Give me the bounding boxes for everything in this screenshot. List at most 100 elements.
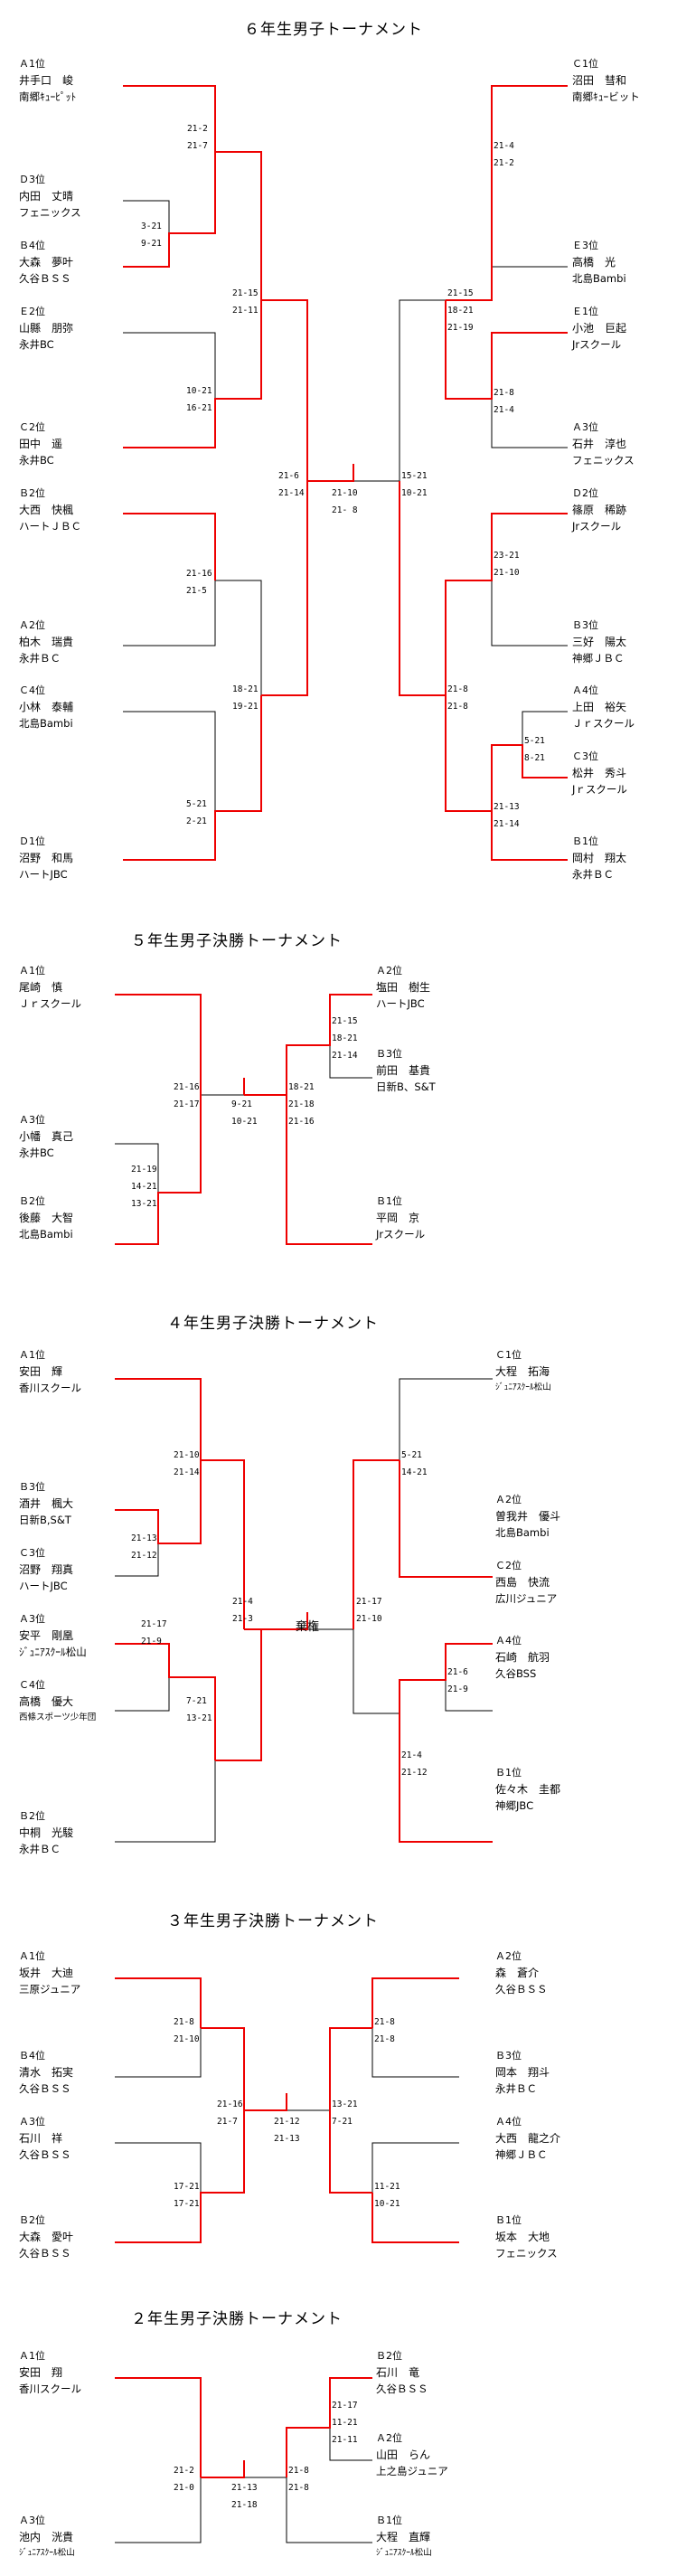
match-score: 21-17 11-21 21-11 <box>332 2401 358 2445</box>
winner-path-line <box>446 152 493 301</box>
winner-path-line <box>353 1459 400 1629</box>
bracket-line <box>522 711 568 745</box>
grade4-title: ４年生男子決勝トーナメント <box>167 1315 379 1333</box>
winner-path-line <box>399 481 446 696</box>
winner-path-line <box>445 300 568 400</box>
bracket-line <box>329 2428 372 2461</box>
winner-path-line <box>491 85 568 152</box>
bracket-line <box>115 1143 159 1193</box>
forfeit-label: 棄権 <box>296 1620 320 1634</box>
player-card: Ａ4位石崎 航羽久谷BSS <box>495 1635 550 1680</box>
winner-path-line <box>445 513 568 695</box>
player-card: Ｂ1位佐々木 圭都神郷JBC <box>495 1767 561 1812</box>
match-score: 5-21 2-21 <box>186 799 207 826</box>
match-score: 21-13 21-14 <box>494 802 520 829</box>
bracket-line <box>399 299 446 481</box>
grade4-bracket <box>115 1378 493 1843</box>
match-score: 21-19 14-21 13-21 <box>131 1165 157 1209</box>
player-card: Ａ2位柏木 瑞貴永井ＢＣ <box>19 619 74 665</box>
bracket-line <box>399 1378 493 1460</box>
match-score: 21-4 21-3 <box>232 1597 253 1624</box>
bracket-line <box>123 332 216 399</box>
match-score: 21-17 21-9 <box>141 1619 167 1647</box>
player-card: Ｂ2位中桐 光駿永井ＢＣ <box>19 1810 74 1855</box>
winner-path-line <box>399 1643 493 1713</box>
player-card: Ｃ2位田中 遥永井BC <box>19 421 63 467</box>
match-score: 18-21 19-21 <box>232 684 259 712</box>
winner-path-line <box>115 1643 216 1760</box>
player-card: Ａ2位曽我井 優斗北島Bambi <box>495 1494 561 1539</box>
player-card: Ｂ1位大程 直輝ｼﾞｭﾆｱｽｸｰﾙ松山 <box>376 2515 432 2558</box>
player-card: Ａ2位山田 らん上之島ジュニア <box>376 2432 448 2477</box>
match-score: 21-6 21-14 <box>278 471 305 498</box>
section-grade6: ６年生男子トーナメント Ａ1位井手口 峻南郷ｷｭｰﾋﾟｯﾄ Ｄ3位内田 丈晴フェ… <box>0 0 677 904</box>
winner-path-line <box>215 1629 262 1761</box>
match-score: 18-21 21-18 21-16 <box>288 1082 315 1127</box>
player-card: Ｂ3位岡本 翔斗永井ＢＣ <box>495 2050 550 2095</box>
winner-path-line <box>201 2460 245 2478</box>
winner-path-line <box>371 2193 459 2243</box>
grade6-title: ６年生男子トーナメント <box>244 21 423 39</box>
winner-path-line <box>115 1977 202 2028</box>
winner-path-line <box>115 1460 202 1544</box>
player-card: Ａ1位井手口 峻南郷ｷｭｰﾋﾟｯﾄ <box>19 58 77 103</box>
match-score: 15-21 10-21 <box>401 471 428 498</box>
winner-path-line <box>244 2093 287 2111</box>
bracket-line <box>115 2142 202 2193</box>
winner-path-line <box>123 695 262 861</box>
player-card: Ａ3位石井 淳也フェニックス <box>572 421 635 467</box>
winner-path-line <box>123 85 216 152</box>
player-card: Ｂ2位大西 快楓ハートＪＢＣ <box>19 487 81 533</box>
match-score: 21-16 21-7 <box>217 2099 243 2127</box>
player-card: Ｂ2位後藤 大智北島Bambi <box>19 1195 74 1241</box>
bracket-line <box>445 1680 493 1712</box>
grade2-title: ２年生男子決勝トーナメント <box>131 2310 343 2328</box>
player-card: Ａ3位小幡 真己永井BC <box>19 1114 74 1159</box>
final-score: 21-10 21- 8 <box>332 488 358 515</box>
bracket-line <box>123 200 170 233</box>
grade5-title: ５年生男子決勝トーナメント <box>131 932 343 950</box>
match-score: 11-21 10-21 <box>374 2182 400 2209</box>
winner-path-line <box>286 994 372 1095</box>
final-score: 9-21 10-21 <box>231 1099 258 1127</box>
section-grade3: ３年生男子決勝トーナメント Ａ1位坂井 大迪三原ジュニア Ｂ4位清水 拓実久谷Ｂ… <box>0 1908 677 2288</box>
match-score: 17-21 17-21 <box>174 2182 200 2209</box>
match-score: 21-8 21-8 <box>288 2466 309 2493</box>
bracket-line <box>371 2142 459 2193</box>
match-score: 21-4 21-2 <box>494 141 514 168</box>
match-score: 13-21 7-21 <box>332 2099 358 2127</box>
winner-path-line <box>115 2110 245 2243</box>
player-card: Ｂ3位前田 基貴日新B、S&T <box>376 1048 436 1093</box>
winner-path-line <box>371 1977 459 2028</box>
player-card: Ｂ2位石川 竜久谷ＢＳＳ <box>376 2350 428 2395</box>
player-card: Ｂ1位岡村 翔太永井ＢＣ <box>572 835 627 881</box>
bracket-line <box>123 711 216 811</box>
player-card: Ｄ1位沼野 和馬ハートJBC <box>19 835 74 881</box>
winner-path-line <box>123 300 262 448</box>
match-score: 21-10 21-14 <box>174 1450 200 1477</box>
bracket-line <box>115 1677 170 1712</box>
match-score: 21-13 21-12 <box>131 1533 157 1561</box>
bracket-line <box>286 2477 372 2543</box>
match-score: 21-16 21-5 <box>186 569 212 596</box>
player-card: Ｃ4位高橋 優大西條スポーツ少年団 <box>19 1679 97 1722</box>
match-score: 5-21 14-21 <box>401 1450 428 1477</box>
final-score: 21-12 21-13 <box>274 2117 300 2144</box>
match-score: 7-21 13-21 <box>186 1696 212 1723</box>
winner-path-line <box>329 2110 372 2194</box>
winner-path-line <box>307 464 354 482</box>
player-card: Ａ1位安田 翔香川スクール <box>19 2350 81 2395</box>
bracket-line <box>371 2028 459 2078</box>
grade5-bracket <box>115 994 372 1245</box>
player-card: Ｃ1位沼田 彗和南郷ｷｭｰビット <box>572 58 640 103</box>
winner-path-line <box>261 299 308 481</box>
section-grade2: ２年生男子決勝トーナメント Ａ1位安田 翔香川スクール Ａ3位池内 洸貴ｼﾞｭﾆ… <box>0 2306 677 2576</box>
match-score: 21-4 21-12 <box>401 1750 428 1778</box>
player-card: Ｃ2位西島 快流広川ジュニア <box>495 1560 558 1605</box>
match-score: 21-2 21-0 <box>174 2466 194 2493</box>
winner-path-line <box>399 1460 493 1578</box>
